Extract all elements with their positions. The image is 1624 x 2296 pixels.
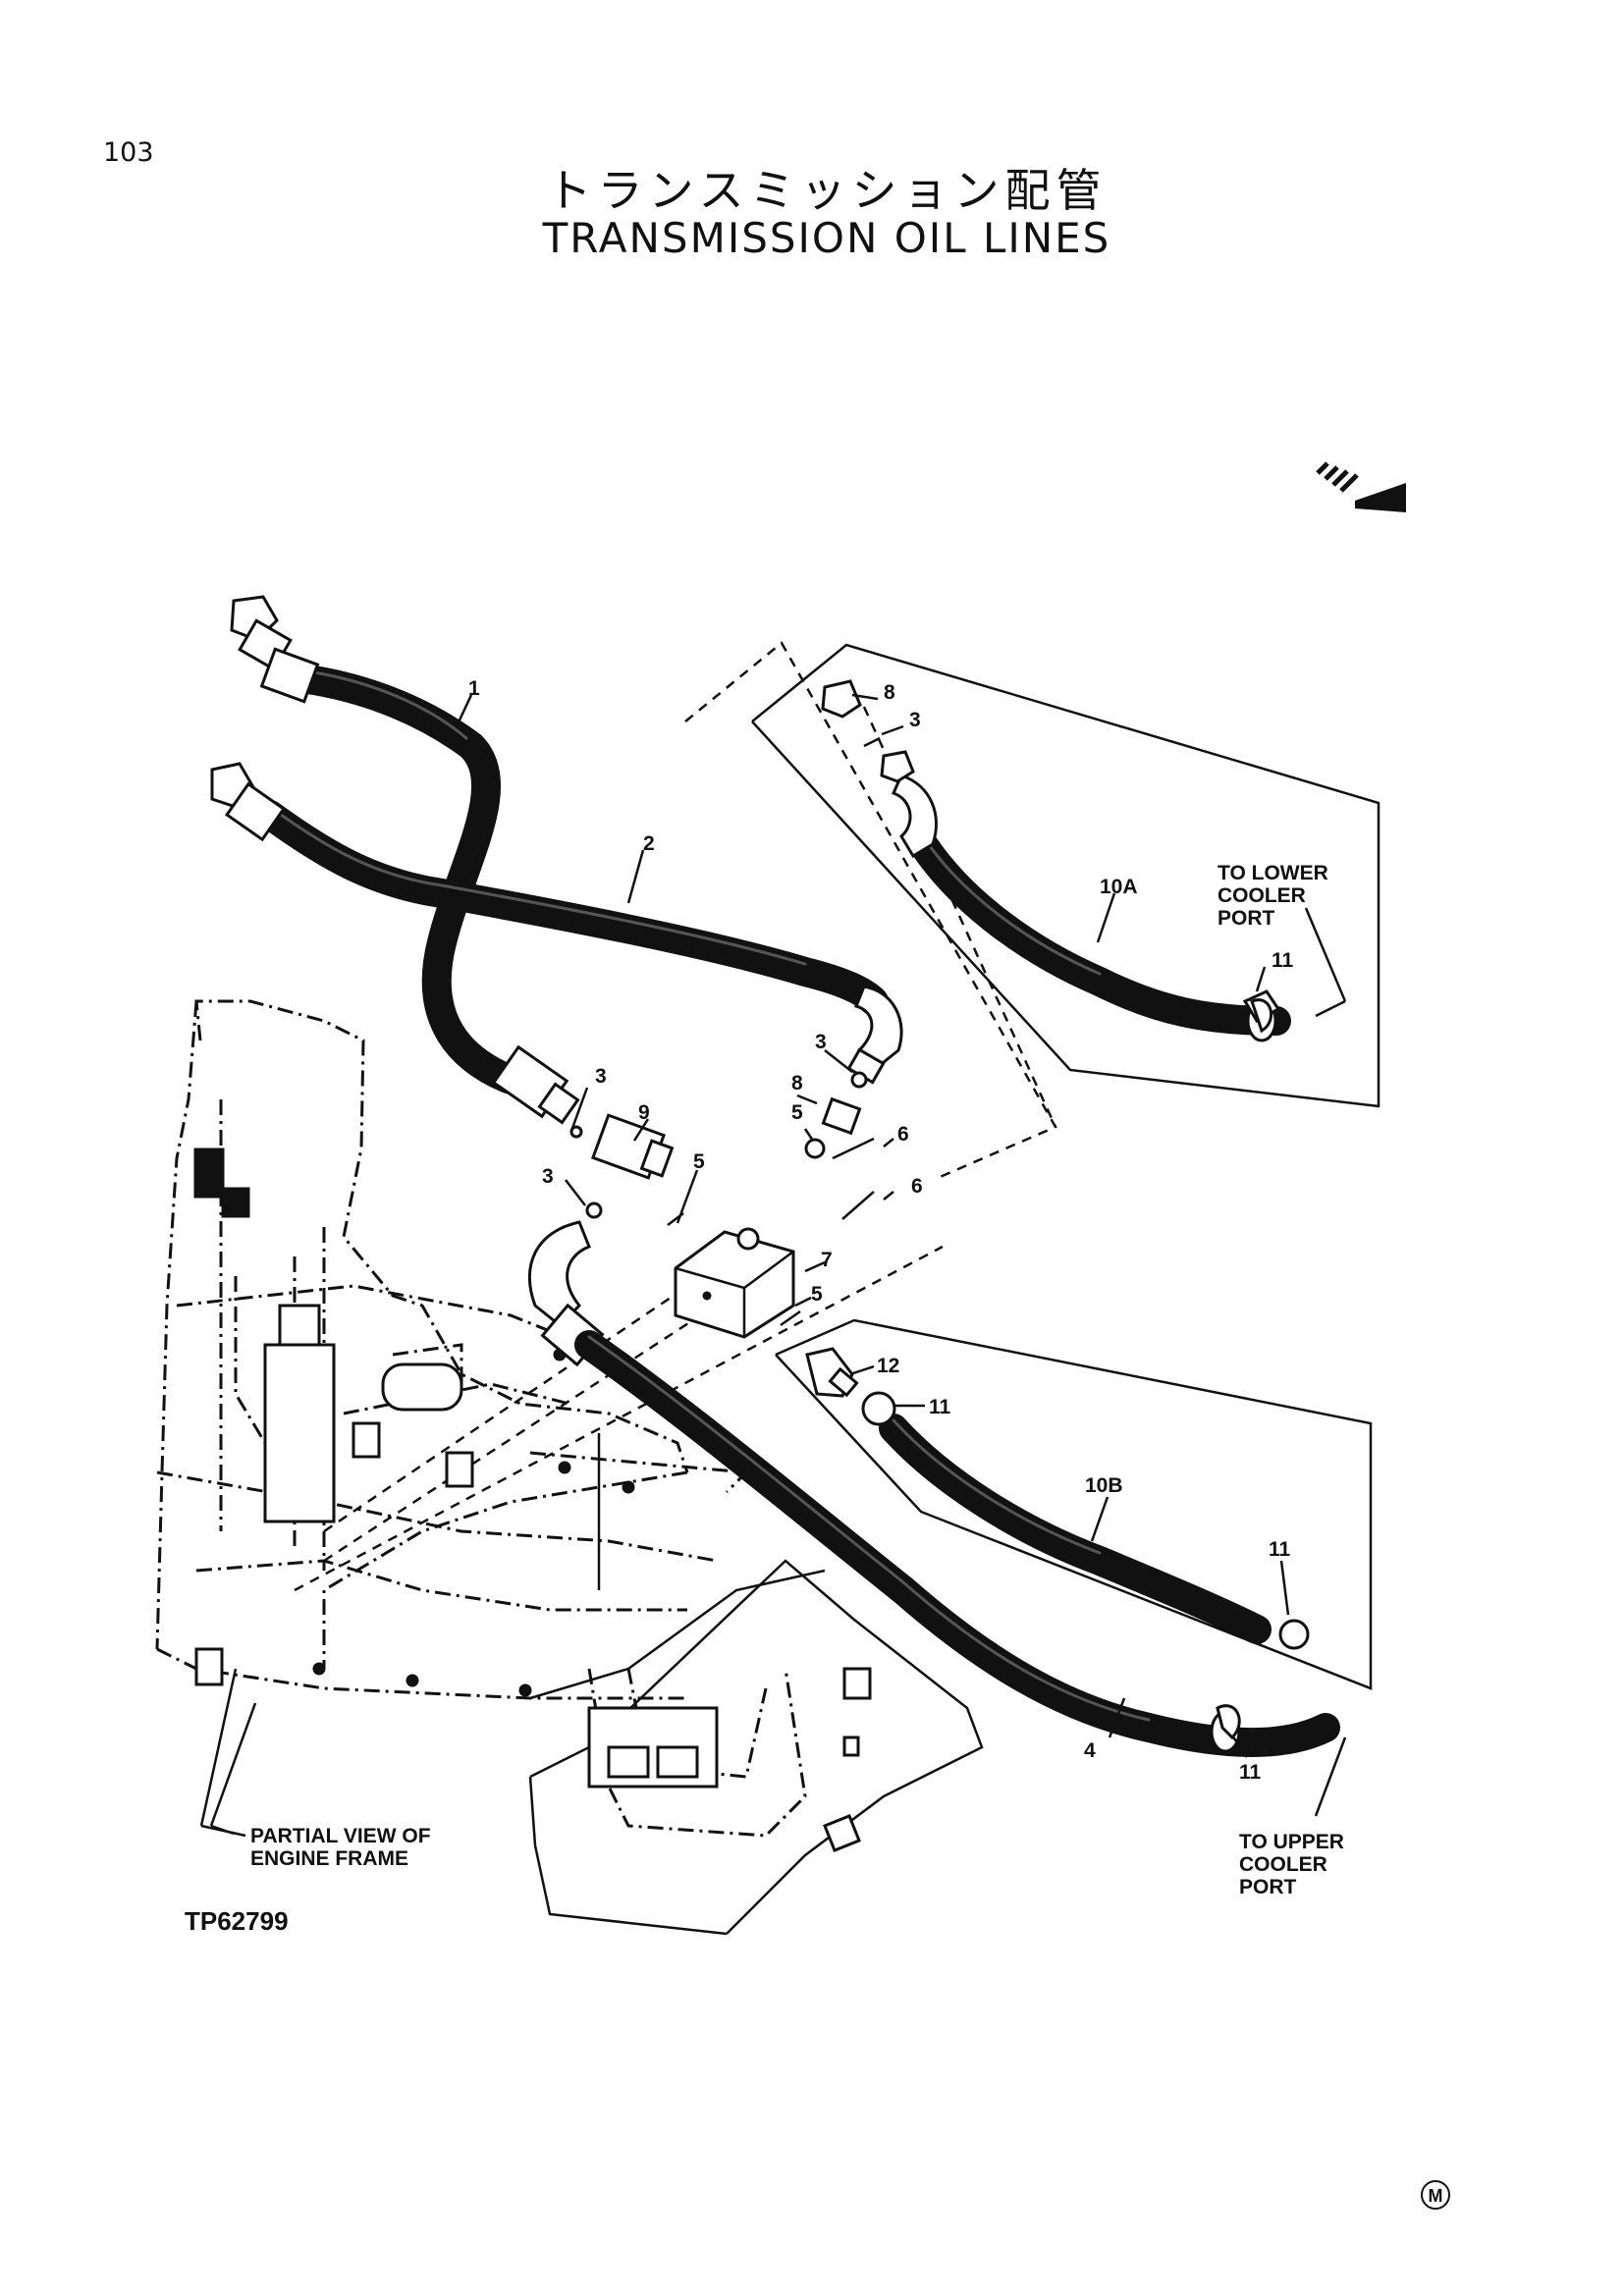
figure-id: TP62799 (185, 1906, 289, 1936)
hose-10b (805, 1347, 1310, 1650)
callout-5-lower: 5 (811, 1283, 823, 1306)
hose-4 (527, 1220, 1340, 1757)
callout-8-center: 8 (791, 1072, 803, 1095)
callout-11-hose4: 11 (1239, 1761, 1262, 1784)
callout-3-upper: 3 (595, 1065, 607, 1088)
sensor-9 (591, 1113, 675, 1180)
callout-8-inset: 8 (884, 681, 895, 704)
upper-inset-frame (751, 643, 1380, 1108)
title-english: TRANSMISSION OIL LINES (542, 214, 1111, 262)
callout-3-right: 3 (815, 1031, 827, 1053)
hose-1 (230, 595, 580, 1125)
callout-2: 2 (643, 832, 655, 855)
callout-9: 9 (638, 1101, 650, 1124)
callout-3-inset: 3 (909, 709, 921, 731)
callout-4: 4 (1084, 1739, 1096, 1762)
hose-2 (210, 762, 903, 1085)
callout-5-center: 5 (693, 1150, 705, 1173)
front-arrow-icon (1316, 461, 1406, 512)
engine-frame-partial-view (155, 999, 984, 1936)
note-partial-view-line1: PARTIAL VIEW OF (250, 1825, 431, 1847)
note-partial-view-line2: ENGINE FRAME (250, 1847, 408, 1870)
callout-10b: 10B (1085, 1474, 1123, 1497)
note-lower-cooler-line1: TO LOWER (1218, 862, 1328, 884)
fittings (569, 736, 881, 1327)
distribution-block (674, 1227, 795, 1339)
leader-lines (209, 693, 1347, 1836)
callout-10a: 10A (1100, 876, 1138, 898)
lower-inset-frame (775, 1318, 1373, 1690)
note-upper-cooler-line3: PORT (1239, 1876, 1297, 1898)
callout-6-upper: 6 (897, 1123, 909, 1146)
title-japanese: トランスミッション配管 (546, 164, 1108, 217)
note-lower-cooler-line3: PORT (1218, 907, 1275, 930)
callout-12: 12 (877, 1355, 899, 1377)
page-number: 103 (103, 137, 154, 168)
footer-mark-icon: M (1421, 2180, 1450, 2210)
hose-10a (821, 679, 1291, 1042)
note-upper-cooler-line2: COOLER (1239, 1853, 1327, 1876)
callout-3-left: 3 (542, 1165, 554, 1188)
callout-6-lower: 6 (911, 1175, 923, 1198)
footer-mark-letter: M (1429, 2186, 1443, 2206)
callout-5-right: 5 (791, 1101, 803, 1124)
callout-11-lower-inset: 11 (929, 1396, 951, 1418)
callout-7: 7 (821, 1249, 833, 1271)
callout-1: 1 (468, 677, 480, 700)
note-upper-cooler-line1: TO UPPER (1239, 1831, 1344, 1853)
note-lower-cooler-line2: COOLER (1218, 884, 1306, 907)
callout-11-lower-right: 11 (1269, 1538, 1291, 1561)
callout-11-upper-inset: 11 (1272, 949, 1294, 972)
